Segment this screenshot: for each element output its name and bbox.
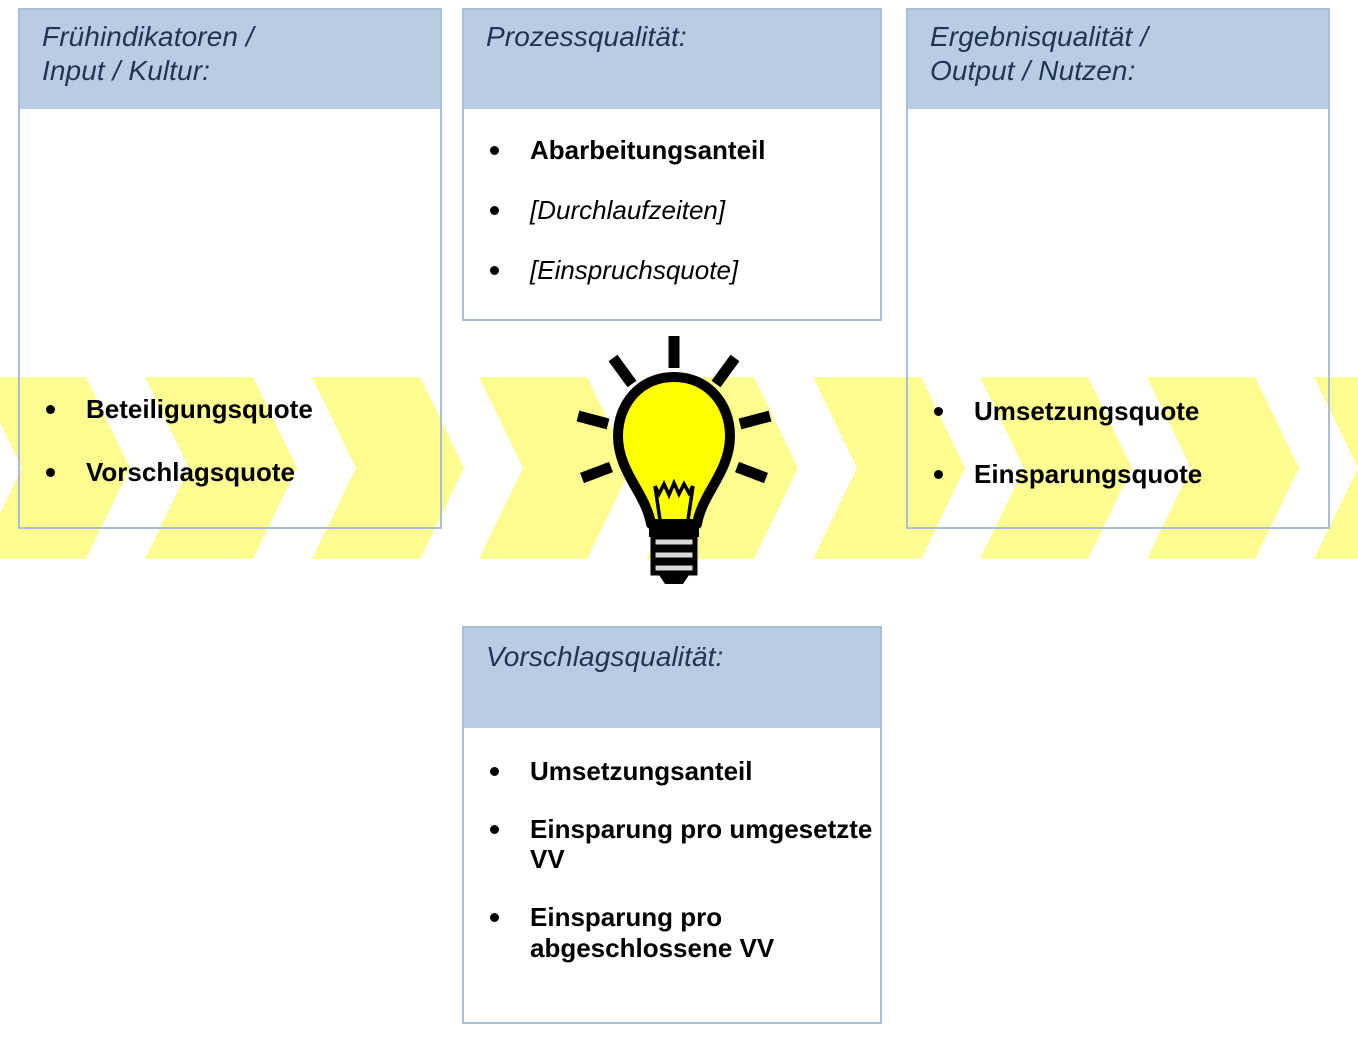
bullet-dot-icon: [490, 266, 499, 276]
panel-title-line-1: Prozessqualität:: [486, 21, 687, 52]
bullet-dot-icon: [490, 145, 499, 155]
lightbulb-rays: [576, 336, 772, 484]
bullet-dot-icon: [46, 404, 55, 414]
list-item: Vorschlagsquote: [20, 457, 440, 487]
list-item: Einsparung pro abgeschlossene VV: [464, 902, 880, 963]
lightbulb-base: [649, 524, 699, 584]
lightbulb-filament: [653, 478, 695, 521]
bullet-dot-icon: [934, 406, 943, 416]
bullet-dot-icon: [490, 766, 499, 776]
list-item-label: Einsparung pro umgesetzte VV: [530, 814, 873, 875]
list-item-label: Abarbeitungsanteil: [530, 135, 766, 165]
panel-title-line-1: Vorschlagsqualität:: [486, 641, 724, 672]
list-item: Umsetzungsanteil: [464, 756, 880, 786]
panel-body-prozessqualitaet: Abarbeitungsanteil [Durchlaufzeiten] [Ei…: [464, 109, 880, 319]
bullet-list-ergebnisqualitaet: Umsetzungsquote Einsparungsquote: [908, 396, 1328, 522]
panel-vorschlagsqualitaet[interactable]: Vorschlagsqualität: Umsetzungsanteil Ein…: [462, 626, 882, 1024]
bullet-dot-icon: [490, 206, 499, 216]
panel-header-vorschlagsqualitaet: Vorschlagsqualität:: [464, 628, 880, 728]
list-item: [Durchlaufzeiten]: [464, 195, 880, 225]
list-item: Beteiligungsquote: [20, 394, 440, 424]
panel-title-line-1: Ergebnisqualität /: [930, 21, 1149, 52]
list-item-label: Umsetzungsquote: [974, 396, 1200, 426]
panel-ergebnisqualitaet[interactable]: Ergebnisqualität / Output / Nutzen: Umse…: [906, 8, 1330, 529]
list-item-label: Vorschlagsquote: [86, 457, 296, 488]
panel-body-vorschlagsqualitaet: Umsetzungsanteil Einsparung pro umgesetz…: [464, 728, 880, 1022]
bullet-dot-icon: [490, 825, 499, 835]
panel-header-fruehindikatoren: Frühindikatoren / Input / Kultur:: [20, 10, 440, 109]
bullet-list-fruehindikatoren: Beteiligungsquote Vorschlagsquote: [20, 394, 440, 520]
list-item-label: [Durchlaufzeiten]: [530, 195, 726, 226]
list-item-label: Umsetzungsanteil: [530, 756, 753, 786]
panel-prozessqualitaet[interactable]: Prozessqualität: Abarbeitungsanteil [Dur…: [462, 8, 882, 321]
bullet-dot-icon: [490, 913, 499, 923]
panel-title-line-1: Frühindikatoren /: [42, 21, 254, 52]
panel-body-ergebnisqualitaet: Umsetzungsquote Einsparungsquote: [908, 109, 1328, 527]
lightbulb-idea-icon: [556, 334, 792, 588]
panel-header-ergebnisqualitaet: Ergebnisqualität / Output / Nutzen:: [908, 10, 1328, 109]
list-item-label: Einsparungsquote: [974, 459, 1203, 490]
lightbulb-glass: [613, 372, 735, 529]
bullet-dot-icon: [934, 470, 943, 480]
panel-body-fruehindikatoren: Beteiligungsquote Vorschlagsquote: [20, 109, 440, 527]
bullet-list-prozessqualitaet: Abarbeitungsanteil [Durchlaufzeiten] [Ei…: [464, 135, 880, 285]
list-item: Einsparung pro umgesetzte VV: [464, 814, 880, 874]
bullet-dot-icon: [46, 468, 55, 478]
list-item: Abarbeitungsanteil: [464, 135, 880, 165]
list-item: Einsparungsquote: [908, 459, 1328, 489]
list-item: Umsetzungsquote: [908, 396, 1328, 426]
panel-title-line-2: Output / Nutzen:: [930, 55, 1136, 87]
panel-fruehindikatoren[interactable]: Frühindikatoren / Input / Kultur: Beteil…: [18, 8, 442, 529]
panel-title-line-2: Input / Kultur:: [42, 55, 211, 87]
panel-header-prozessqualitaet: Prozessqualität:: [464, 10, 880, 109]
list-item-label: [Einspruchsquote]: [530, 255, 739, 286]
list-item: [Einspruchsquote]: [464, 255, 880, 285]
bullet-list-vorschlagsqualitaet: Umsetzungsanteil Einsparung pro umgesetz…: [464, 756, 880, 963]
list-item-label: Beteiligungsquote: [86, 394, 313, 424]
list-item-label: Einsparung pro abgeschlossene VV: [530, 902, 775, 963]
